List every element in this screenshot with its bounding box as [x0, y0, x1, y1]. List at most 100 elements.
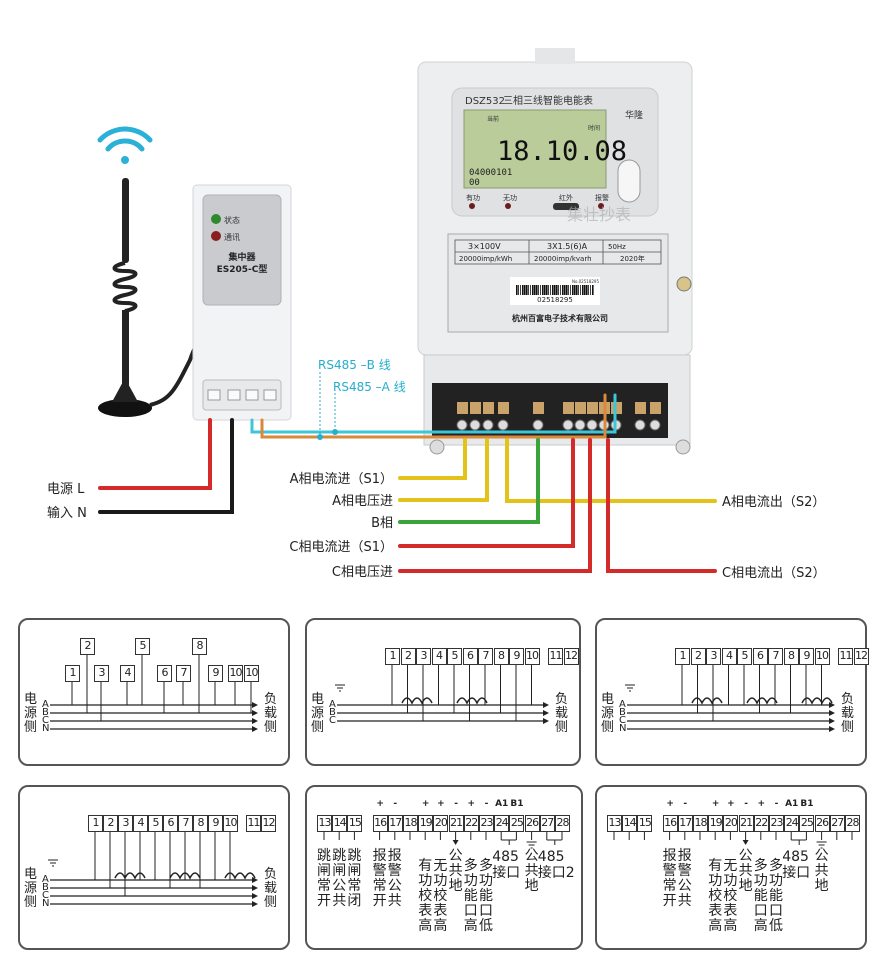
- lcd-main-value: 18.10.08: [497, 136, 627, 167]
- terminal-label-16: 报警常开: [372, 848, 387, 909]
- wire-a-current-out: [505, 438, 717, 503]
- group-label-line: 485: [782, 849, 809, 865]
- terminal-24: 24: [494, 815, 510, 832]
- terminal-label-15: 跳闸常闭: [347, 848, 362, 909]
- terminal-2: 2: [690, 648, 706, 665]
- terminal-3: 3: [118, 815, 133, 832]
- terminal-label-26: 公共地: [814, 848, 829, 894]
- terminal-label-19: 有功校表高: [708, 858, 723, 934]
- terminal-1: 1: [385, 648, 400, 665]
- concentrator-name: 集中器: [227, 251, 256, 263]
- source-side-label: 电源侧: [24, 692, 38, 735]
- phase-label-a: A: [42, 874, 49, 885]
- comm-label: 通讯: [224, 232, 240, 242]
- phase-label-c: C: [619, 715, 626, 726]
- terminal-5: 5: [737, 648, 752, 665]
- spec-active-constant: 20000imp/kWh: [459, 255, 512, 263]
- phase-label-c: C: [329, 715, 336, 726]
- polarity-mark: +: [421, 799, 430, 809]
- polarity-mark: -: [393, 799, 398, 809]
- terminal-6: 6: [462, 648, 478, 665]
- source-side-label: 电源侧: [24, 867, 38, 910]
- terminal-14: 14: [622, 815, 638, 832]
- terminal-label-23: 多功能口低: [479, 858, 493, 934]
- indicator-infrared: 红外: [559, 193, 573, 202]
- terminal-16: 16: [372, 815, 388, 832]
- group-label-line: 485: [537, 849, 565, 865]
- load-side-label: 负载侧: [555, 692, 569, 735]
- terminal-stubs: [323, 832, 563, 849]
- a-current-out-label: A相电流出（S2）: [722, 495, 825, 510]
- terminal-17: 17: [677, 815, 693, 832]
- phase-label-b: B: [42, 882, 49, 893]
- terminal-23: 23: [479, 815, 494, 832]
- terminal-9: 9: [509, 648, 524, 665]
- power-n-label: 输入 N: [47, 505, 87, 521]
- terminal-28: 28: [555, 815, 570, 832]
- terminal-12: 12: [563, 648, 579, 665]
- terminal-8: 8: [192, 638, 207, 655]
- spec-frequency: 50Hz: [608, 243, 626, 251]
- terminal-25: 25: [799, 815, 815, 832]
- terminal-19: 19: [418, 815, 434, 832]
- terminal-5: 5: [148, 815, 163, 832]
- rs485-b-label: RS485 –B 线: [318, 358, 391, 372]
- terminal-22: 22: [463, 815, 479, 832]
- terminal-label-23: 多功能口低: [769, 858, 783, 934]
- phase-label-a: A: [329, 699, 336, 710]
- wifi-icon: [97, 126, 153, 164]
- lcd-code: 04000101: [469, 168, 512, 178]
- terminal-3: 3: [416, 648, 431, 665]
- terminal-4: 4: [431, 648, 447, 665]
- phase-label-c: C: [42, 890, 49, 901]
- phase-label-c: C: [42, 715, 49, 726]
- phase-label-a: A: [42, 699, 49, 710]
- wiring-illustration: 状态 通讯 集中器 ES205-C型 DSZ532 三相三线智能电能表 当前 时…: [47, 48, 826, 581]
- c-voltage-in-label: C相电压进: [332, 565, 393, 580]
- polarity-mark: -: [454, 799, 458, 809]
- terminal-9: 9: [799, 648, 814, 665]
- wire-power-n: [98, 418, 234, 514]
- load-side-label: 负载侧: [841, 692, 855, 735]
- terminal-2: 2: [80, 638, 95, 655]
- wire-rs485-b: [260, 393, 607, 439]
- wiring-lines: [48, 832, 258, 907]
- terminal-1: 1: [88, 815, 103, 832]
- terminal-10: 10: [228, 665, 243, 682]
- lcd-label-time: 时间: [588, 124, 600, 132]
- energy-meter: DSZ532 三相三线智能电能表 当前 时间 18.10.08 04000101…: [417, 48, 693, 455]
- optical-port: [617, 159, 641, 203]
- wire-c-current-out: [606, 438, 717, 573]
- load-side-label: 负载侧: [264, 692, 278, 735]
- terminal-15: 15: [347, 815, 363, 832]
- terminal-10: 10: [524, 648, 540, 665]
- power-l-label: 电源 L: [47, 482, 85, 497]
- terminal-28: 28: [845, 815, 860, 832]
- group-label-line: 接口: [782, 865, 811, 881]
- terminal-8: 8: [193, 815, 208, 832]
- terminal-label-14: 跳闸公共: [332, 848, 347, 909]
- terminal-27: 27: [539, 815, 555, 832]
- lcd-label-current: 当前: [487, 115, 499, 123]
- phase-label-n: N: [42, 723, 50, 734]
- terminal-24: 24: [784, 815, 800, 832]
- concentrator-device: 状态 通讯 集中器 ES205-C型: [192, 184, 292, 421]
- polarity-mark: -: [744, 799, 748, 809]
- group-label-line: 485: [492, 849, 519, 865]
- phase-label-b: B: [42, 707, 49, 718]
- terminal-8: 8: [493, 648, 509, 665]
- phase-label-a: A: [619, 699, 626, 710]
- polarity-mark: +: [437, 799, 445, 809]
- wiring-lines: [625, 665, 835, 732]
- terminal-label-20: 无功校表高: [433, 858, 448, 934]
- wire-rs485-a: [250, 393, 617, 434]
- phase-label-n: N: [42, 898, 50, 909]
- status-led-icon: [211, 214, 221, 224]
- polarity-mark: +: [727, 799, 735, 809]
- group-label-line: 接口: [492, 865, 521, 881]
